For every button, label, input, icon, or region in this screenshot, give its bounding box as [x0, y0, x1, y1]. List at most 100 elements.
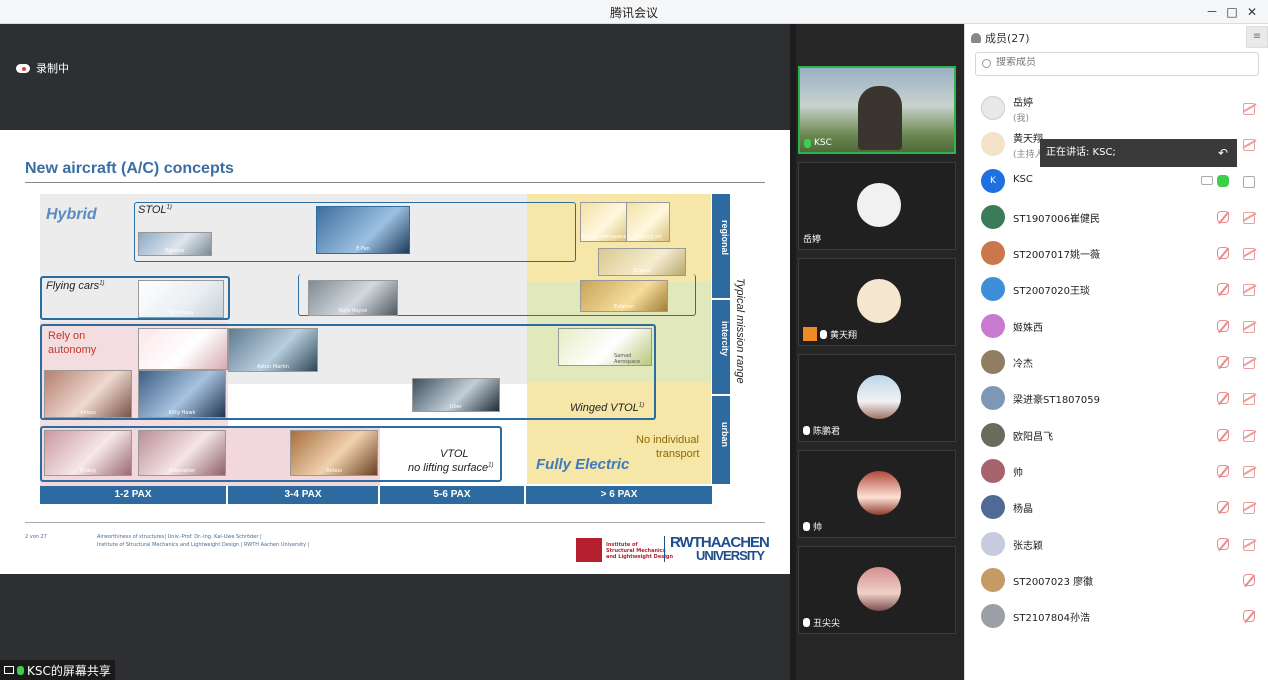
flying-cars-outline [40, 276, 230, 320]
video-tile[interactable]: 丑尖尖 [798, 546, 956, 634]
camera-icon[interactable] [1243, 175, 1255, 188]
panel-menu-button[interactable]: ≡ [1246, 26, 1268, 48]
member-name: ST2007017姚一薇 [1013, 250, 1100, 262]
avatar: K [981, 168, 1005, 193]
member-row[interactable]: ST2007020王琰 [965, 271, 1268, 307]
recording-indicator[interactable]: 录制中 [16, 60, 69, 76]
member-role: (主持人) [1013, 150, 1048, 161]
rely-label: Rely on [48, 330, 86, 342]
rwth-logo-line-1: RWTHAACHEN [670, 534, 770, 551]
range-label: intercity [712, 298, 730, 378]
video-tile[interactable]: 黄天翔 [798, 258, 956, 346]
aircraft-thumb: Lilium [138, 328, 228, 370]
mic-muted-icon[interactable] [1217, 428, 1229, 441]
logo-divider [664, 536, 665, 562]
camera-off-icon[interactable] [1243, 502, 1255, 515]
member-row[interactable]: ST2007023 廖徽 [965, 562, 1268, 598]
title-rule [25, 182, 765, 183]
no-individual-label: No individual [636, 434, 699, 446]
mic-muted-icon[interactable] [1243, 573, 1255, 586]
member-name: ST2007023 廖徽 [1013, 576, 1094, 588]
member-search-input[interactable] [996, 57, 1246, 68]
mic-muted-icon[interactable] [1217, 537, 1229, 550]
mic-muted-icon[interactable] [1217, 356, 1229, 369]
avatar [981, 132, 1005, 157]
avatar [981, 531, 1005, 556]
page-number: 2 von 27 [25, 534, 47, 540]
mic-muted-icon[interactable] [1217, 247, 1229, 260]
camera-off-icon[interactable] [1243, 393, 1255, 406]
member-name: 岳婷 [1013, 98, 1033, 109]
video-tile[interactable]: 岳婷 [798, 162, 956, 250]
aircraft-thumb: Terrafugia [138, 280, 224, 318]
member-panel: 成员(27) ≡ 岳婷 (我) 黄天翔 (主持人) K KSC ST190700… [964, 24, 1268, 680]
member-list[interactable]: 岳婷 (我) 黄天翔 (主持人) K KSC ST1907006崔健民 ST20… [965, 90, 1268, 634]
speaking-label: 正在讲话: KSC; [1046, 147, 1116, 158]
camera-off-icon[interactable] [1243, 103, 1255, 115]
share-label: KSC的屏幕共享 [27, 663, 111, 678]
reply-arrow-icon[interactable]: ↶ [1217, 146, 1229, 160]
member-search-box[interactable] [975, 52, 1259, 76]
camera-off-icon[interactable] [1243, 465, 1255, 478]
avatar [981, 241, 1005, 266]
pax-label: > 6 PAX [600, 489, 638, 500]
camera-off-icon[interactable] [1243, 357, 1255, 370]
screen-icon [4, 666, 14, 674]
presentation-slide: New aircraft (A/C) concepts Hybrid STOL1… [0, 130, 790, 574]
aircraft-thumb: Airbus [290, 430, 378, 476]
mic-muted-icon[interactable] [1217, 283, 1229, 296]
mic-muted-icon[interactable] [1217, 210, 1229, 223]
mic-icon [820, 329, 827, 339]
aircraft-thumb: Samad Aerospace [580, 202, 628, 242]
member-row[interactable]: 岳婷 (我) [965, 90, 1268, 126]
camera-off-icon[interactable] [1243, 211, 1255, 224]
video-tile[interactable]: 陈鹏君 [798, 354, 956, 442]
camera-off-icon[interactable] [1243, 248, 1255, 261]
mic-on-icon[interactable] [1217, 174, 1229, 187]
video-tile-ksc[interactable]: KSC [798, 66, 956, 154]
aircraft-thumb: Samad Aerospace [614, 353, 641, 365]
institute-line-1: Institute of [606, 542, 638, 548]
member-row[interactable]: ST2007017姚一薇 [965, 235, 1268, 271]
institute-logo [576, 538, 602, 562]
cloud-record-icon [16, 63, 30, 73]
pax-label: 5-6 PAX [380, 486, 526, 504]
member-row[interactable]: 姬姝西 [965, 308, 1268, 344]
camera-off-icon[interactable] [1243, 538, 1255, 551]
video-name: 陈鹏君 [803, 424, 840, 437]
camera-off-icon[interactable] [1243, 429, 1255, 442]
avatar [981, 604, 1005, 629]
footer-line-1: Airworthiness of structures| Univ.-Prof.… [97, 534, 262, 540]
maximize-button[interactable]: □ [1226, 5, 1238, 19]
member-row[interactable]: 冷杰 [965, 344, 1268, 380]
member-row[interactable]: ST1907006崔健民 [965, 199, 1268, 235]
video-name: 岳婷 [803, 235, 822, 245]
stol-label: STOL1) [138, 204, 172, 216]
member-row[interactable]: 张志颖 [965, 526, 1268, 562]
member-row[interactable]: 欧阳昌飞 [965, 417, 1268, 453]
mic-muted-icon[interactable] [1217, 392, 1229, 405]
mic-muted-icon[interactable] [1217, 501, 1229, 514]
video-strip[interactable]: KSC 岳婷 黄天翔 陈鹏君 帅 丑尖尖 [796, 24, 964, 680]
screen-share-badge[interactable]: KSC的屏幕共享 [0, 660, 115, 680]
mic-muted-icon[interactable] [1217, 319, 1229, 332]
mic-on-icon [804, 138, 811, 148]
member-name: ST1907006崔健民 [1013, 213, 1100, 225]
member-row[interactable]: K KSC [965, 163, 1268, 199]
aircraft-thumb: Kitty Hawk [138, 370, 226, 418]
autonomy-label: autonomy [48, 344, 97, 356]
member-row[interactable]: 梁进豪ST1807059 [965, 380, 1268, 416]
camera-off-icon[interactable] [1243, 320, 1255, 333]
video-tile[interactable]: 帅 [798, 450, 956, 538]
member-row[interactable]: 黄天翔 (主持人) [965, 126, 1268, 162]
camera-off-icon[interactable] [1243, 139, 1255, 152]
member-row[interactable]: ST2107804孙浩 [965, 598, 1268, 634]
transport-label: transport [656, 448, 700, 460]
mic-muted-icon[interactable] [1243, 610, 1255, 623]
minimize-button[interactable]: － [1205, 5, 1218, 19]
camera-off-icon[interactable] [1243, 284, 1255, 297]
close-button[interactable]: ✕ [1246, 5, 1258, 19]
member-row[interactable]: 杨晶 [965, 489, 1268, 525]
member-row[interactable]: 帅 [965, 453, 1268, 489]
mic-muted-icon[interactable] [1217, 464, 1229, 477]
